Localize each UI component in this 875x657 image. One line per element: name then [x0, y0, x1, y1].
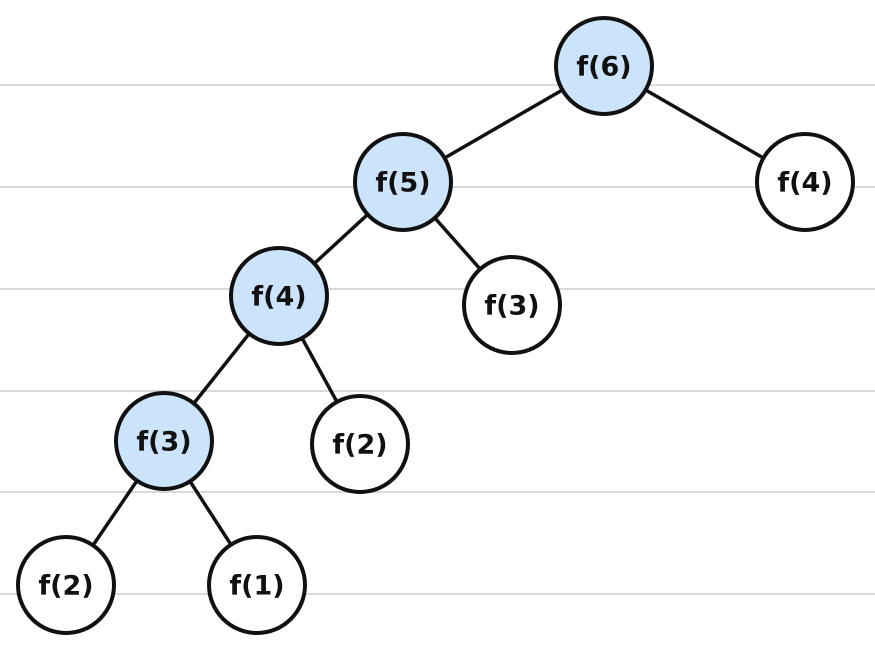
node-circle	[755, 132, 855, 232]
tree-node: f(5)	[353, 132, 453, 232]
node-label: f(2)	[332, 430, 387, 461]
node-label: f(3)	[136, 427, 191, 458]
node-circle	[310, 394, 410, 494]
node-circle-highlighted	[114, 391, 214, 491]
node-label: f(5)	[375, 168, 430, 199]
node-label: f(2)	[38, 571, 93, 602]
tree-node: f(3)	[114, 391, 214, 491]
node-label: f(4)	[777, 168, 832, 199]
tree-nodes: f(6) f(5) f(4) f(4) f(3) f(3) f(2) f(2) f(1)	[16, 16, 855, 635]
node-label: f(1)	[229, 571, 284, 602]
notebook-ruled-lines	[0, 84, 875, 595]
tree-node: f(3)	[462, 255, 562, 355]
tree-node: f(2)	[16, 535, 116, 635]
node-circle	[16, 535, 116, 635]
node-circle-highlighted	[229, 246, 329, 346]
node-label: f(3)	[484, 291, 539, 322]
node-circle	[462, 255, 562, 355]
node-circle-highlighted	[353, 132, 453, 232]
node-circle	[207, 535, 307, 635]
tree-edges	[64, 64, 807, 587]
tree-node: f(6)	[554, 16, 654, 116]
tree-node: f(4)	[229, 246, 329, 346]
tree-node: f(2)	[310, 394, 410, 494]
tree-node: f(4)	[755, 132, 855, 232]
node-label: f(6)	[576, 52, 631, 83]
node-circle-highlighted	[554, 16, 654, 116]
node-label: f(4)	[251, 282, 306, 313]
tree-node: f(1)	[207, 535, 307, 635]
